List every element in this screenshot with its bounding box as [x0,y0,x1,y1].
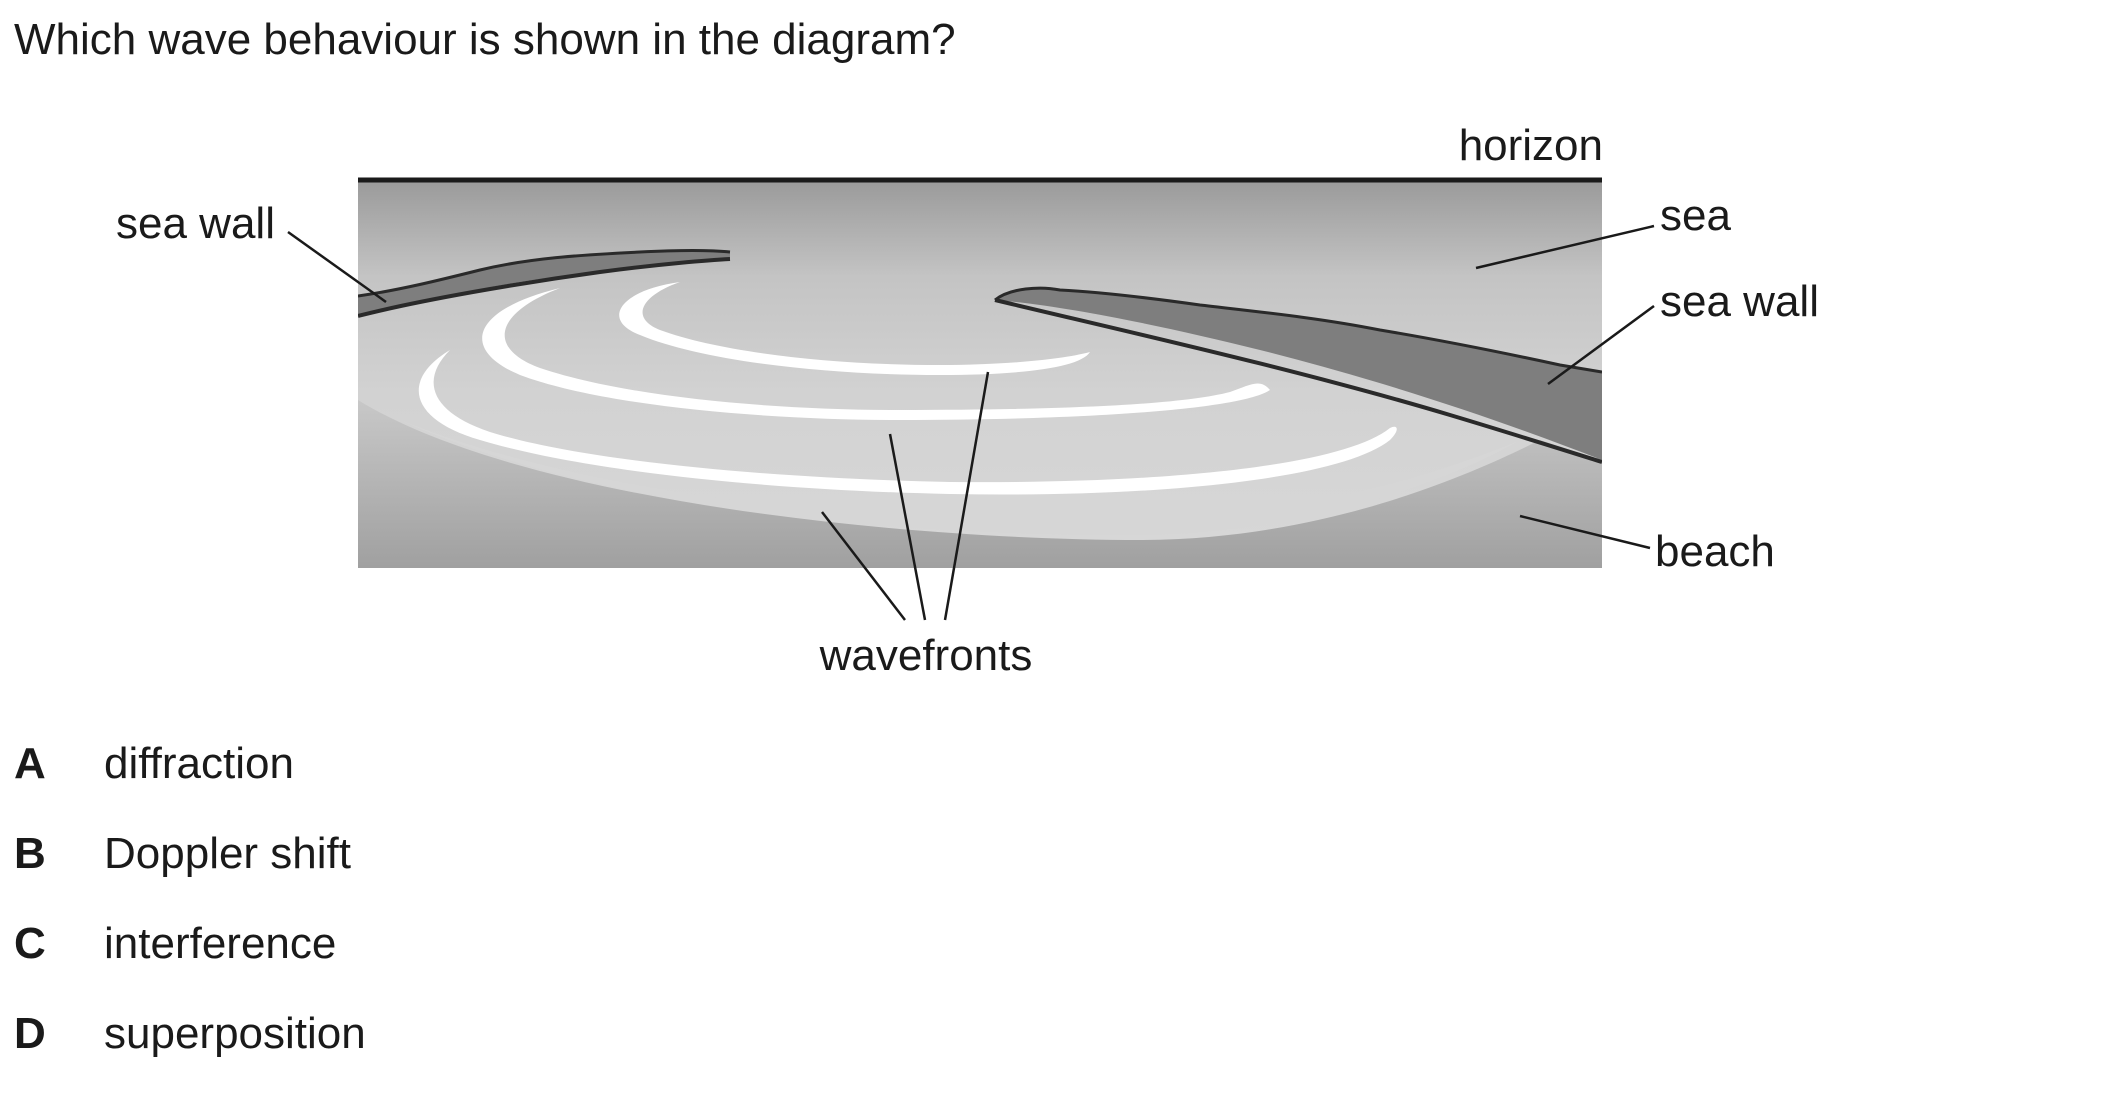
leader-wavefront-b [888,433,927,621]
leader-beach [1519,514,1651,550]
label-sea-wall-right: sea wall [1660,277,1819,326]
wave-diagram: horizon sea wall sea sea wall beach wave… [116,121,1819,680]
right-sea-wall [995,288,1602,460]
option-letter: C [14,919,46,968]
option-text: interference [104,919,337,968]
label-beach: beach [1655,527,1775,576]
label-wavefronts: wavefronts [819,631,1033,680]
leader-sea [1475,224,1655,270]
label-sea-wall-left: sea wall [116,199,275,248]
option-letter: D [14,1009,46,1058]
option-letter: A [14,739,46,788]
leader-wavefront-a [821,511,906,621]
option-text: diffraction [104,739,294,788]
option-text: superposition [104,1009,366,1058]
beach-area [358,400,1602,568]
leader-sea-wall-left [287,230,387,304]
label-horizon: horizon [1459,121,1603,170]
option-text: Doppler shift [104,829,352,878]
wavefront-2 [482,288,1271,420]
leader-sea-wall-right [1547,304,1655,386]
leader-wavefront-c [943,371,990,621]
label-sea: sea [1660,191,1731,240]
option-letter: B [14,829,46,878]
wavefront-1 [619,282,1090,375]
question-text: Which wave behaviour is shown in the dia… [14,15,956,64]
